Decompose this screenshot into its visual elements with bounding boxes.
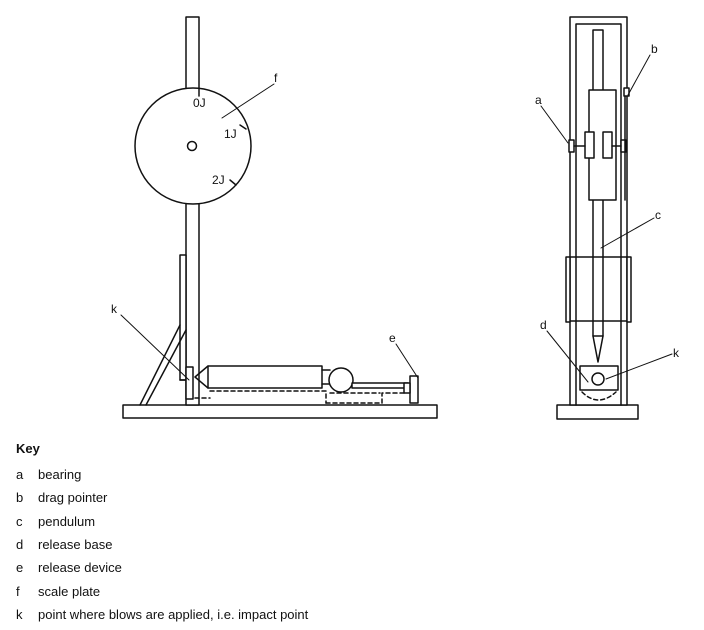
callout-k-right: k <box>673 346 680 360</box>
release-knob <box>409 375 419 404</box>
callout-f: f <box>274 71 278 85</box>
callout-c: c <box>655 208 661 222</box>
callout-d: d <box>540 318 547 332</box>
key-label: release base <box>38 537 113 553</box>
key-row: c pendulum <box>16 510 308 533</box>
column-bracket <box>179 254 187 381</box>
callout-e: e <box>389 331 396 345</box>
key-label: bearing <box>38 467 82 483</box>
key-letter: d <box>16 537 24 553</box>
column <box>185 16 200 406</box>
key-row: b drag pointer <box>16 486 308 509</box>
callout-k-left: k <box>111 302 118 316</box>
key-label: point where blows are applied, i.e. impa… <box>38 606 309 622</box>
callout-b: b <box>651 42 658 56</box>
key-row: k point where blows are applied, i.e. imp… <box>16 603 308 626</box>
key-title: Key <box>16 441 40 456</box>
release-ball <box>328 367 354 393</box>
key-letter: e <box>16 560 24 576</box>
key-letter: f <box>16 583 20 599</box>
base-plate <box>122 404 438 419</box>
key-letter: a <box>16 467 24 483</box>
key-label: release device <box>38 560 122 576</box>
front-base <box>556 404 639 420</box>
apparatus-figure: 0J 1J 2J f k e a b c d k <box>111 16 680 420</box>
impact-point <box>591 372 605 386</box>
key-row: d release base <box>16 533 308 556</box>
key-label: pendulum <box>38 513 96 529</box>
pivot <box>186 140 198 152</box>
key-row: e release device <box>16 556 308 579</box>
release-rod <box>351 382 409 389</box>
scale-mark-2j: 2J <box>212 173 225 187</box>
side-view <box>120 16 438 419</box>
key-letter: k <box>16 606 23 622</box>
scale-mark-1j: 1J <box>224 127 237 141</box>
release-cylinder <box>207 365 323 389</box>
impact-block <box>185 366 194 400</box>
key-row: f scale plate <box>16 579 308 602</box>
callout-a: a <box>535 93 542 107</box>
key-letter: b <box>16 490 24 506</box>
key-letter: c <box>16 513 23 529</box>
key-label: scale plate <box>38 583 101 599</box>
key-row: a bearing <box>16 463 308 486</box>
key-label: drag pointer <box>38 490 108 506</box>
front-view <box>540 16 673 420</box>
scale-mark-0j: 0J <box>193 96 206 110</box>
